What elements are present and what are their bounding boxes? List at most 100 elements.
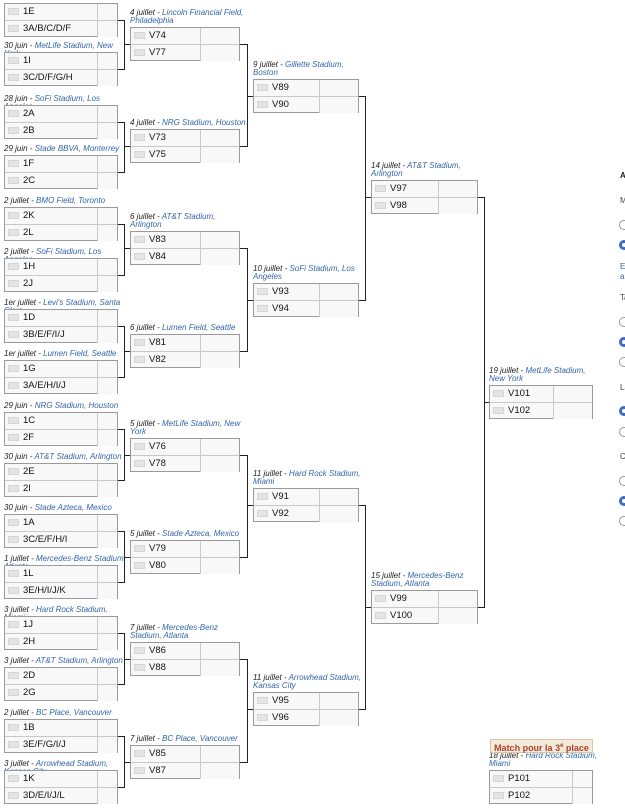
- team-slot: V93: [272, 286, 289, 297]
- bracket-connector: [124, 659, 130, 660]
- option-radio[interactable]: [619, 516, 625, 526]
- match-date: 4 juillet: [130, 8, 155, 17]
- team-row: 2C: [5, 172, 117, 189]
- score-cell: [200, 643, 220, 659]
- team-row: 1A: [5, 515, 117, 531]
- venue-link[interactable]: MetLife Stadium, New York: [130, 419, 241, 436]
- team-slot: 2B: [23, 125, 35, 136]
- team-row: 2K: [5, 208, 117, 224]
- option-radio-selected[interactable]: [619, 337, 625, 347]
- venue-link[interactable]: AT&T Stadium, Arlington: [371, 161, 461, 178]
- option-radio-selected[interactable]: [619, 406, 625, 416]
- team-row: 1I: [5, 53, 117, 69]
- team-row: V80: [131, 557, 239, 574]
- team-row: V75: [131, 146, 239, 163]
- option-radio[interactable]: [619, 357, 625, 367]
- option-radio[interactable]: [619, 427, 625, 437]
- bracket-connector: [240, 351, 247, 352]
- venue-link[interactable]: Hard Rock Stadium, Miami: [489, 751, 598, 768]
- date-venue-separator: -: [27, 144, 35, 153]
- venue-link[interactable]: AT&T Stadium, Arlington: [34, 452, 122, 461]
- venue-link[interactable]: Stade Azteca, Mexico: [162, 529, 240, 538]
- bracket-connector: [247, 709, 253, 710]
- venue-link[interactable]: NRG Stadium, Houston: [34, 401, 119, 410]
- team-row: V81: [131, 335, 239, 351]
- match-header: 14 juillet - AT&T Stadium, Arlington: [371, 162, 486, 178]
- bracket-connector: [240, 659, 247, 660]
- bracket-connector: [359, 709, 365, 710]
- team-slot: V82: [149, 354, 166, 365]
- venue-link[interactable]: BC Place, Vancouver: [162, 734, 238, 743]
- score-cell: [200, 45, 220, 61]
- venue-link[interactable]: Hard Rock Stadium, Miami: [253, 469, 361, 486]
- venue-link[interactable]: Mercedes-Benz Stadium, Atlanta: [130, 623, 219, 640]
- venue-link[interactable]: Gillette Stadium, Boston: [253, 60, 344, 77]
- team-row: V95: [254, 693, 358, 709]
- sidebar-link[interactable]: a: [620, 272, 625, 281]
- bracket-connector: [118, 275, 124, 276]
- venue-link[interactable]: Stade BBVA, Monterrey: [34, 144, 120, 153]
- score-cell: [438, 198, 458, 214]
- bracket-connector: [118, 122, 124, 123]
- score-cell: [97, 208, 117, 224]
- venue-link[interactable]: BMO Field, Toronto: [36, 196, 106, 205]
- score-cell: [200, 660, 220, 676]
- option-radio[interactable]: [619, 476, 625, 486]
- flag-icon: [134, 767, 145, 774]
- flag-icon: [8, 365, 19, 372]
- flag-icon: [8, 724, 19, 731]
- team-slot: V80: [149, 560, 166, 571]
- flag-icon: [257, 714, 268, 721]
- team-slot: 1J: [23, 619, 34, 630]
- option-radio-selected[interactable]: [619, 240, 625, 250]
- date-venue-separator: -: [518, 366, 526, 375]
- venue-link[interactable]: BC Place, Vancouver: [36, 708, 112, 717]
- option-radio[interactable]: [619, 317, 625, 327]
- score-cell: [97, 123, 117, 139]
- venue-link[interactable]: AT&T Stadium, Arlington: [130, 212, 216, 229]
- venue-link[interactable]: Mercedes-Benz Stadium, Atlanta: [371, 571, 464, 588]
- flag-icon: [8, 229, 19, 236]
- match-header: 6 juillet - AT&T Stadium, Arlington: [130, 213, 248, 229]
- venue-link[interactable]: AT&T Stadium, Arlington: [35, 656, 123, 665]
- team-row: 3D/E/I/J/L: [5, 787, 117, 804]
- score-cell: [338, 284, 358, 300]
- score-cell: [219, 45, 239, 61]
- option-radio[interactable]: [619, 220, 625, 230]
- match-date: 5 juillet: [130, 529, 155, 538]
- venue-link[interactable]: Stade Azteca, Mexico: [34, 503, 112, 512]
- score-cell: [219, 746, 239, 762]
- team-slot: V90: [272, 99, 289, 110]
- date-venue-separator: -: [518, 751, 526, 760]
- team-row: 1G: [5, 361, 117, 377]
- option-radio-selected[interactable]: [619, 496, 625, 506]
- venue-link[interactable]: Arrowhead Stadium, Kansas City: [253, 673, 362, 690]
- team-row: V87: [131, 762, 239, 779]
- flag-icon: [257, 697, 268, 704]
- sidebar-link[interactable]: E: [620, 262, 625, 271]
- venue-link[interactable]: Lumen Field, Seattle: [162, 323, 236, 332]
- score-cell: [553, 403, 573, 419]
- venue-link[interactable]: MetLife Stadium, New York: [489, 366, 586, 383]
- bracket-connector: [240, 248, 247, 249]
- match-date: 19 juillet: [489, 366, 519, 375]
- venue-link[interactable]: NRG Stadium, Houston: [162, 118, 246, 127]
- match-date: 14 juillet: [371, 161, 401, 170]
- flag-icon: [134, 647, 145, 654]
- venue-link[interactable]: Lincoln Financial Field, Philadelphia: [130, 8, 244, 25]
- score-cell: [338, 693, 358, 709]
- team-row: V93: [254, 284, 358, 300]
- team-slot: V97: [390, 183, 407, 194]
- score-cell: [200, 249, 220, 265]
- score-cell: [319, 710, 339, 726]
- venue-link[interactable]: Lumen Field, Seattle: [43, 349, 117, 358]
- team-slot: 1H: [23, 261, 36, 272]
- venue-link[interactable]: SoFi Stadium, Los Angeles: [253, 264, 355, 281]
